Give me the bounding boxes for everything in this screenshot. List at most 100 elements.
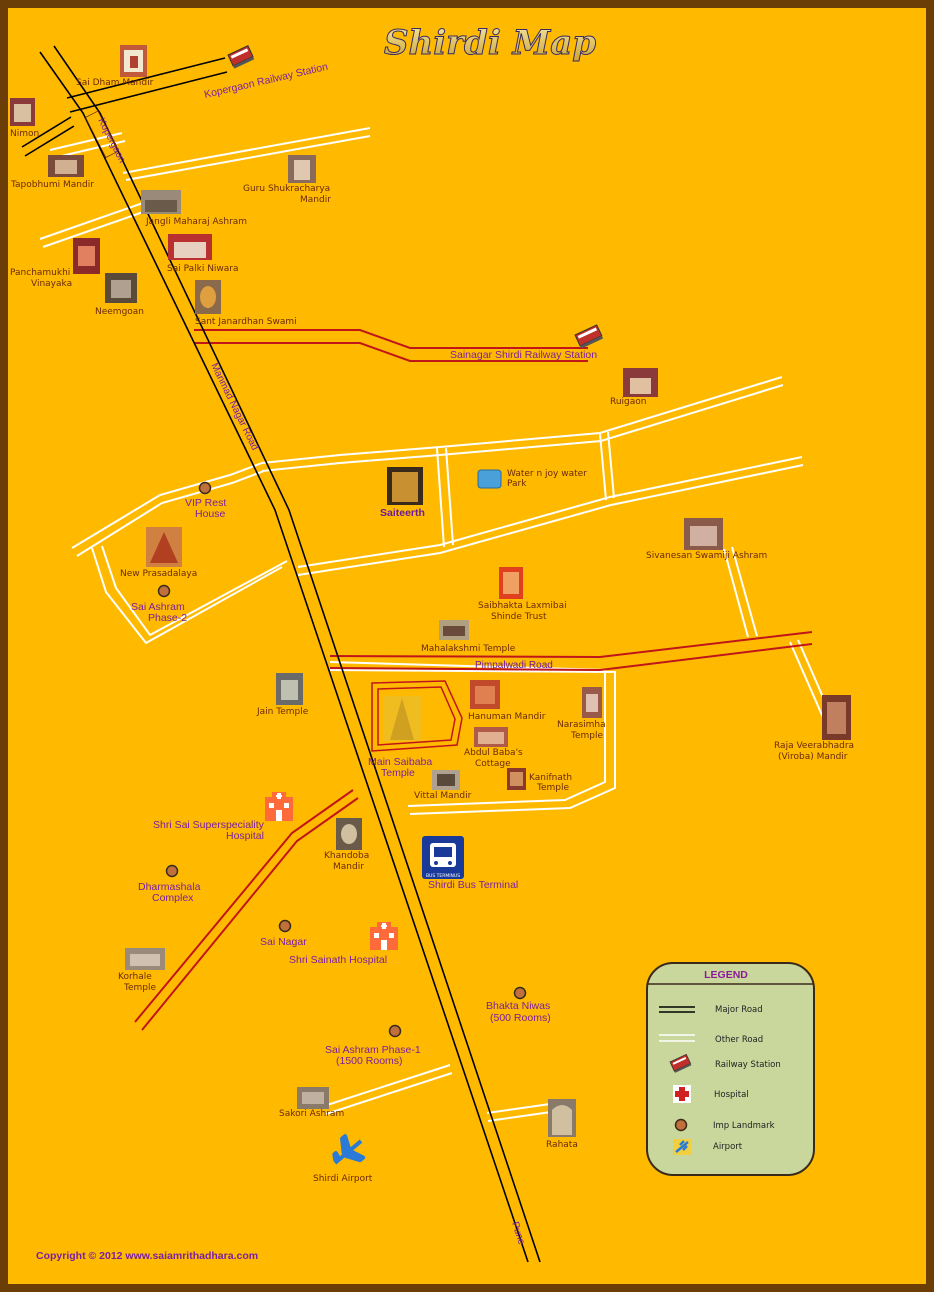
bus-terminus-icon[interactable]: BUS TERMINUS <box>422 836 464 879</box>
label-hanuman: Hanuman Mandir <box>468 712 546 722</box>
label-abdul-1: Abdul Baba's <box>464 748 523 758</box>
temple-photo-icon <box>684 518 723 550</box>
hospital-icon[interactable] <box>370 922 398 950</box>
airport-icon[interactable] <box>326 1130 370 1173</box>
label-bhakta-1: Bhakta Niwas <box>486 1000 550 1012</box>
temple-photo-icon <box>582 687 602 718</box>
temple-photo-icon <box>297 1087 329 1109</box>
red-roads <box>134 329 813 1031</box>
place-labels: Sai Dham Mandir Nimon Tapobhumi Mandir G… <box>10 78 854 1184</box>
label-bus-terminal: Shirdi Bus Terminal <box>428 879 518 891</box>
label-laxmibai-2: Shinde Trust <box>491 612 547 622</box>
label-nimon: Nimon <box>10 129 39 139</box>
label-panchamukhi-1: Panchamukhi <box>10 268 70 278</box>
label-sakori: Sakori Ashram <box>279 1109 344 1119</box>
temple-photo-icon <box>141 190 181 214</box>
major-roads <box>21 45 541 1263</box>
landmark-dot-icon[interactable] <box>198 481 212 495</box>
temple-photo-icon <box>48 155 84 177</box>
temple-photo-icon <box>276 673 303 705</box>
road-label-pimpalwadi: Pimpalwadi Road <box>475 660 553 671</box>
temple-compound-inner <box>377 686 456 746</box>
legend-landmark: Imp Landmark <box>713 1121 775 1131</box>
label-saiteerth: Saiteerth <box>380 507 425 519</box>
legend-other-road: Other Road <box>715 1035 763 1045</box>
label-sai-nagar: Sai Nagar <box>260 936 307 948</box>
label-jangli: Jangli Maharaj Ashram <box>145 217 247 227</box>
label-janardhan: Sant Janardhan Swami <box>195 317 297 327</box>
railway-station-icon[interactable] <box>574 324 604 349</box>
label-neemgoan: Neemgoan <box>95 307 144 317</box>
label-veerabhadra-2: (Viroba) Mandir <box>778 752 848 762</box>
label-veerabhadra-1: Raja Veerabhadra <box>774 741 854 751</box>
label-sainagar-station: Sainagar Shirdi Railway Station <box>450 349 597 361</box>
legend: LEGEND Major Road Other Road Railway Sta… <box>646 962 815 1176</box>
landmark-dot-icon <box>674 1118 688 1132</box>
label-ashram1-1: Sai Ashram Phase-1 <box>325 1044 421 1056</box>
temple-photo-icon <box>499 567 523 599</box>
railway-station-icon <box>669 1053 692 1073</box>
label-korhale-1: Korhale <box>118 972 152 982</box>
label-guru-shukra-1: Guru Shukracharya <box>243 184 330 194</box>
label-saibaba-2: Temple <box>381 767 415 779</box>
label-dharmashala-1: Dharmashala <box>138 881 201 893</box>
temple-compound-outer <box>371 680 463 752</box>
label-laxmibai-1: Saibhakta Laxmibai <box>478 601 567 611</box>
temple-photo-icon <box>623 368 658 397</box>
label-dharmashala-2: Complex <box>152 892 194 904</box>
label-ruigaon: Ruigaon <box>610 397 647 407</box>
temple-photo-icon <box>387 467 423 505</box>
temple-photo-icon <box>125 948 165 970</box>
label-panchamukhi-2: Vinayaka <box>31 279 72 289</box>
temple-photo-icon <box>336 818 362 850</box>
temple-photo-icon <box>432 770 460 790</box>
landmark-dot-icon[interactable] <box>165 864 179 878</box>
temple-photo-icon <box>120 45 147 77</box>
temple-photo-icon <box>439 620 469 640</box>
label-mahalakshmi: Mahalakshmi Temple <box>421 644 516 654</box>
temple-photo-icon <box>288 155 316 183</box>
label-ashram1-2: (1500 Rooms) <box>336 1055 403 1067</box>
label-superspec-1: Shri Sai Superspeciality <box>153 819 265 831</box>
label-kanifnath-1: Kanifnath <box>529 773 572 783</box>
label-khandoba-2: Mandir <box>333 862 364 872</box>
landmark-dot-icon[interactable] <box>278 919 292 933</box>
landmark-dot-icon[interactable] <box>513 986 527 1000</box>
label-sai-palki: Sai Palki Niwara <box>167 264 239 274</box>
label-water-park-2: Park <box>507 479 527 489</box>
label-sai-dham: Sai Dham Mandir <box>76 78 154 88</box>
label-superspec-2: Hospital <box>226 830 264 842</box>
hospital-icon <box>673 1085 691 1103</box>
label-tapobhumi: Tapobhumi Mandir <box>10 180 94 190</box>
road-label-kopergaon-box <box>84 110 119 158</box>
temple-photo-icon <box>822 695 851 740</box>
landmark-dot-icon[interactable] <box>157 584 171 598</box>
label-vittal: Vittal Mandir <box>414 791 472 801</box>
label-narasimha-1: Narasimha <box>557 720 606 730</box>
hospital-icon[interactable] <box>265 792 293 821</box>
temple-photo-icon <box>474 727 508 747</box>
railway-station-icon[interactable] <box>227 45 255 69</box>
label-sainath-hosp: Shri Sainath Hospital <box>289 954 387 966</box>
label-saibaba-1: Main Saibaba <box>368 756 432 768</box>
label-rahata: Rahata <box>546 1140 578 1150</box>
landmarks <box>157 481 527 1038</box>
legend-hospital: Hospital <box>714 1090 749 1100</box>
legend-box <box>646 962 815 1176</box>
label-vip-2: House <box>195 508 226 520</box>
temple-photo-icon <box>10 98 35 126</box>
label-bhakta-2: (500 Rooms) <box>490 1012 551 1024</box>
landmark-dot-icon[interactable] <box>388 1024 402 1038</box>
label-ashram2-1: Sai Ashram <box>131 601 185 613</box>
label-khandoba-1: Khandoba <box>324 851 369 861</box>
label-jain: Jain Temple <box>256 707 309 717</box>
other-roads <box>39 127 841 1122</box>
airport-icon <box>673 1139 691 1155</box>
temple-photo-icon <box>105 273 137 303</box>
label-kanifnath-2: Temple <box>536 783 569 793</box>
legend-major-road: Major Road <box>715 1005 763 1015</box>
temple-photo-icon <box>195 280 221 314</box>
label-narasimha-2: Temple <box>570 731 603 741</box>
label-vip-1: VIP Rest <box>185 497 226 509</box>
temple-photo-icon <box>146 527 182 567</box>
